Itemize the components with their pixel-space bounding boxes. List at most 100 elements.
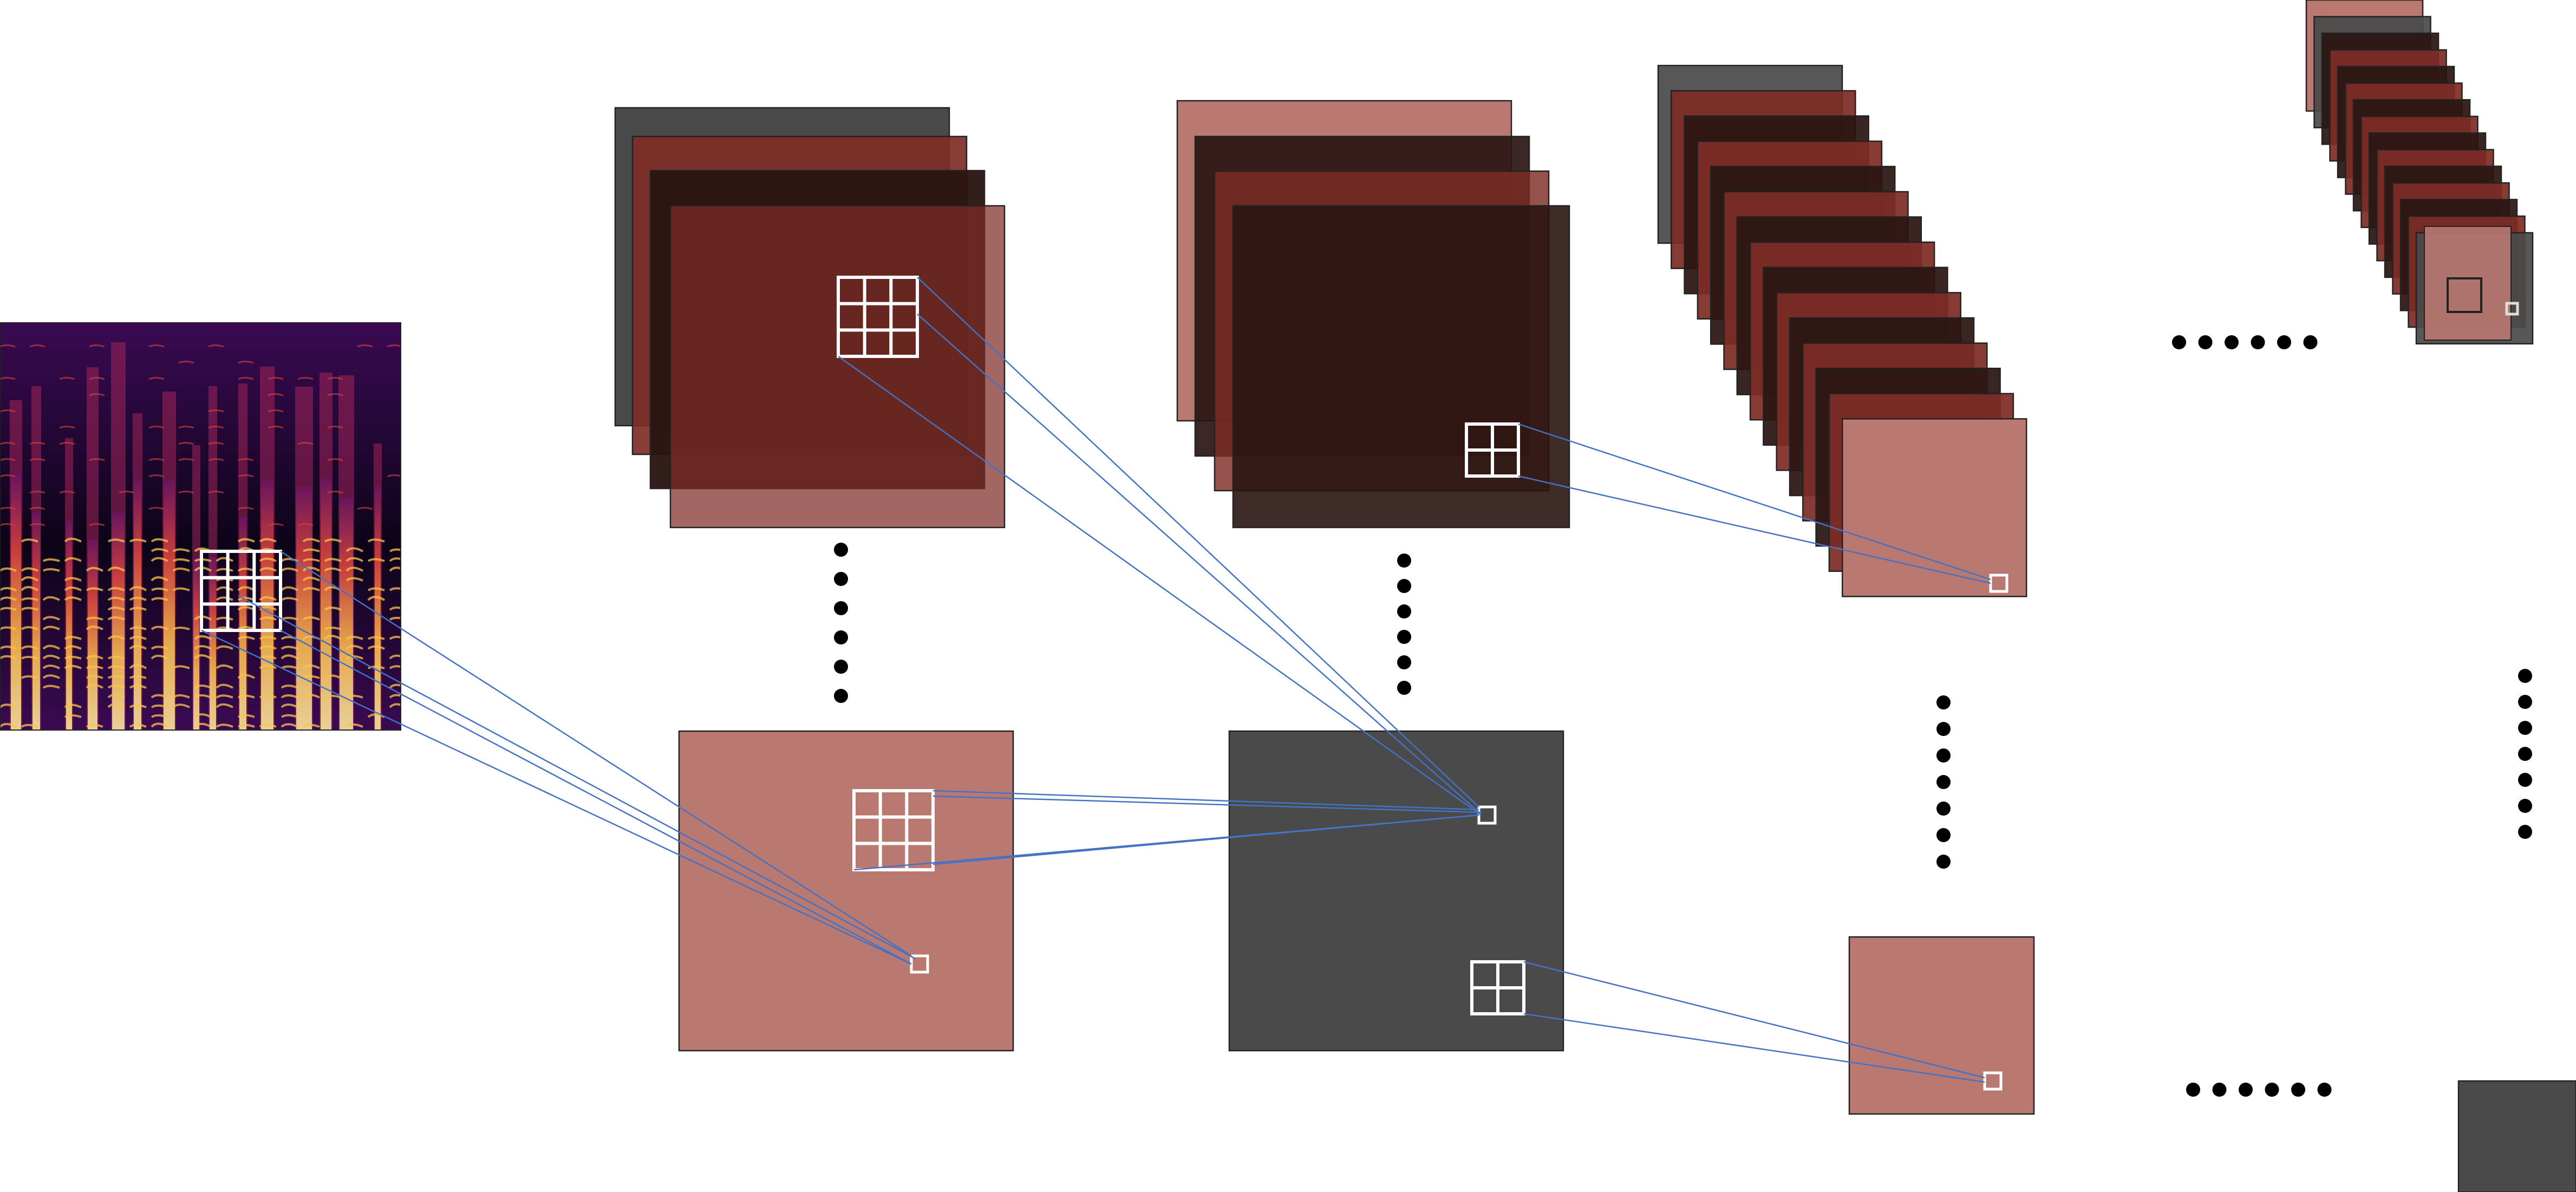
harmonic-streak — [0, 646, 17, 650]
harmonic-streak — [178, 491, 194, 494]
harmonic-streak — [119, 491, 135, 494]
harmonic-streak — [151, 714, 168, 718]
harmonic-streak — [42, 568, 60, 572]
vertical-ellipsis-icon — [1936, 695, 1951, 869]
harmonic-streak — [389, 665, 401, 669]
harmonic-streak — [216, 568, 233, 572]
harmonic-streak — [324, 567, 342, 572]
feature-map-bottom-4 — [2457, 1080, 2576, 1192]
feature-map-stack-1 — [614, 107, 1006, 529]
harmonic-streak — [194, 694, 212, 699]
harmonic-streak — [21, 607, 38, 611]
connector-line — [280, 550, 912, 957]
harmonic-streak — [107, 665, 125, 669]
harmonic-streak — [129, 607, 147, 611]
harmonic-streak — [107, 538, 125, 543]
harmonic-streak — [345, 655, 363, 660]
kernel-grid-2x2-icon — [1470, 960, 1525, 1015]
harmonic-streak — [216, 694, 233, 699]
harmonic-streak — [302, 587, 320, 591]
harmonic-streak — [367, 636, 385, 640]
harmonic-streak — [107, 693, 125, 699]
harmonic-streak — [64, 557, 82, 562]
feature-map — [1841, 418, 2027, 597]
kernel-grid-3x3-icon — [852, 789, 935, 871]
harmonic-streak — [42, 626, 60, 630]
harmonic-streak — [151, 576, 169, 582]
harmonic-streak — [0, 344, 16, 348]
harmonic-streak — [297, 377, 314, 380]
harmonic-streak — [208, 458, 224, 461]
harmonic-streak — [237, 694, 255, 699]
harmonic-streak — [86, 566, 103, 572]
harmonic-streak — [208, 344, 224, 348]
harmonic-streak — [59, 491, 75, 494]
harmonic-streak — [89, 458, 105, 461]
harmonic-streak — [42, 685, 60, 689]
harmonic-streak — [29, 491, 45, 494]
harmonic-streak — [107, 703, 125, 708]
connector-line — [1523, 961, 1985, 1079]
harmonic-streak — [42, 616, 60, 621]
harmonic-streak — [89, 393, 105, 396]
spectrogram-frame — [0, 322, 401, 731]
harmonic-streak — [302, 576, 320, 582]
harmonic-streak — [64, 586, 82, 591]
feature-map — [669, 205, 1006, 529]
harmonic-streak — [86, 683, 103, 689]
harmonic-streak — [208, 491, 224, 494]
harmonic-streak — [389, 566, 401, 572]
connector-line — [1523, 1013, 1985, 1083]
connector-line — [932, 814, 1479, 865]
feature-map — [1232, 205, 1570, 529]
connector-line — [917, 314, 1479, 813]
harmonic-streak — [389, 694, 401, 699]
kernel-grid-3x3-icon — [200, 550, 282, 632]
harmonic-streak — [194, 645, 212, 650]
harmonic-streak — [324, 626, 342, 630]
harmonic-streak — [29, 507, 45, 510]
harmonic-streak — [107, 655, 125, 660]
harmonic-streak — [129, 636, 147, 640]
harmonic-streak — [172, 694, 190, 699]
harmonic-streak — [387, 344, 401, 348]
harmonic-streak — [129, 644, 147, 650]
harmonic-streak — [21, 538, 38, 543]
harmonic-streak — [238, 474, 254, 478]
harmonic-streak — [0, 474, 16, 478]
harmonic-streak — [0, 626, 17, 630]
harmonic-streak — [0, 409, 16, 413]
harmonic-streak — [86, 675, 103, 679]
harmonic-streak — [238, 361, 254, 364]
harmonic-streak — [42, 596, 60, 601]
harmonic-streak — [345, 635, 363, 640]
harmonic-streak — [268, 523, 284, 526]
harmonic-streak — [237, 538, 255, 543]
connector-line — [238, 595, 916, 960]
harmonic-streak — [0, 607, 17, 611]
harmonic-streak — [281, 597, 298, 601]
harmonic-streak — [194, 654, 212, 660]
harmonic-streak — [107, 596, 125, 601]
harmonic-streak — [389, 683, 401, 689]
harmonic-streak — [42, 644, 60, 650]
harmonic-streak — [324, 606, 342, 611]
harmonic-streak — [151, 548, 168, 552]
harmonic-streak — [259, 723, 277, 728]
harmonic-streak — [148, 458, 165, 461]
harmonic-streak — [172, 567, 190, 572]
harmonic-streak — [151, 654, 168, 660]
harmonic-streak — [389, 557, 401, 562]
harmonic-streak — [302, 566, 320, 572]
harmonic-streak — [345, 557, 363, 562]
harmonic-streak — [216, 724, 233, 728]
harmonic-streak — [151, 597, 168, 601]
harmonic-streak — [216, 645, 233, 650]
harmonic-streak — [389, 616, 401, 621]
kernel-grid-3x3-icon — [837, 276, 919, 358]
harmonic-streak — [389, 654, 401, 660]
harmonic-streak — [268, 409, 284, 413]
harmonic-streak — [387, 474, 401, 478]
harmonic-streak — [89, 523, 105, 526]
